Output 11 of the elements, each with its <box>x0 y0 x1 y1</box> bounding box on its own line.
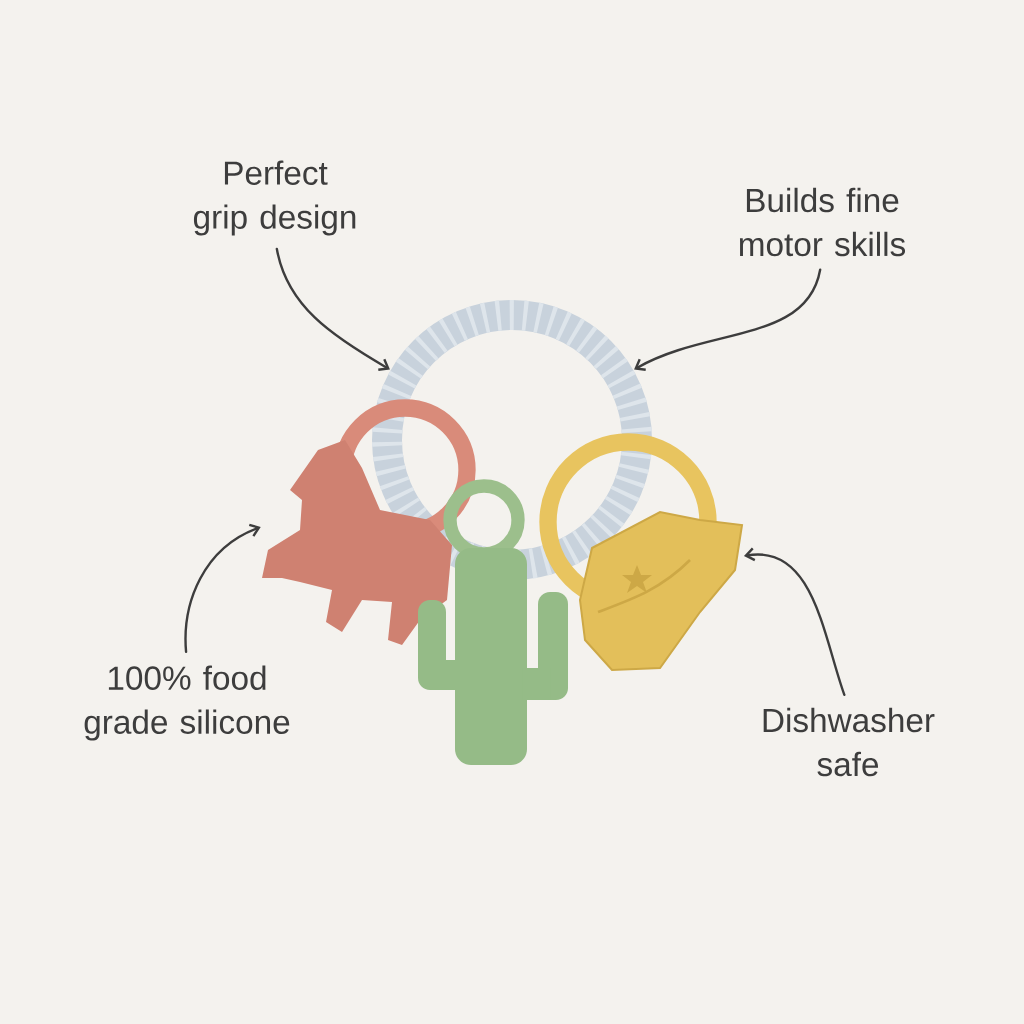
hat-drawing <box>539 433 744 672</box>
arrow <box>634 268 822 371</box>
callout-text: Builds fine motor skills <box>739 187 906 257</box>
arrow <box>184 523 261 654</box>
callout-text: Dishwasher safe <box>763 707 935 777</box>
arrow <box>275 247 390 371</box>
ring-drawing <box>372 300 652 580</box>
callout-text: 100% food grade silicone <box>84 665 290 741</box>
callout-text: Perfect grip design <box>193 160 356 236</box>
arrow <box>743 547 846 696</box>
horse-drawing <box>262 399 476 645</box>
